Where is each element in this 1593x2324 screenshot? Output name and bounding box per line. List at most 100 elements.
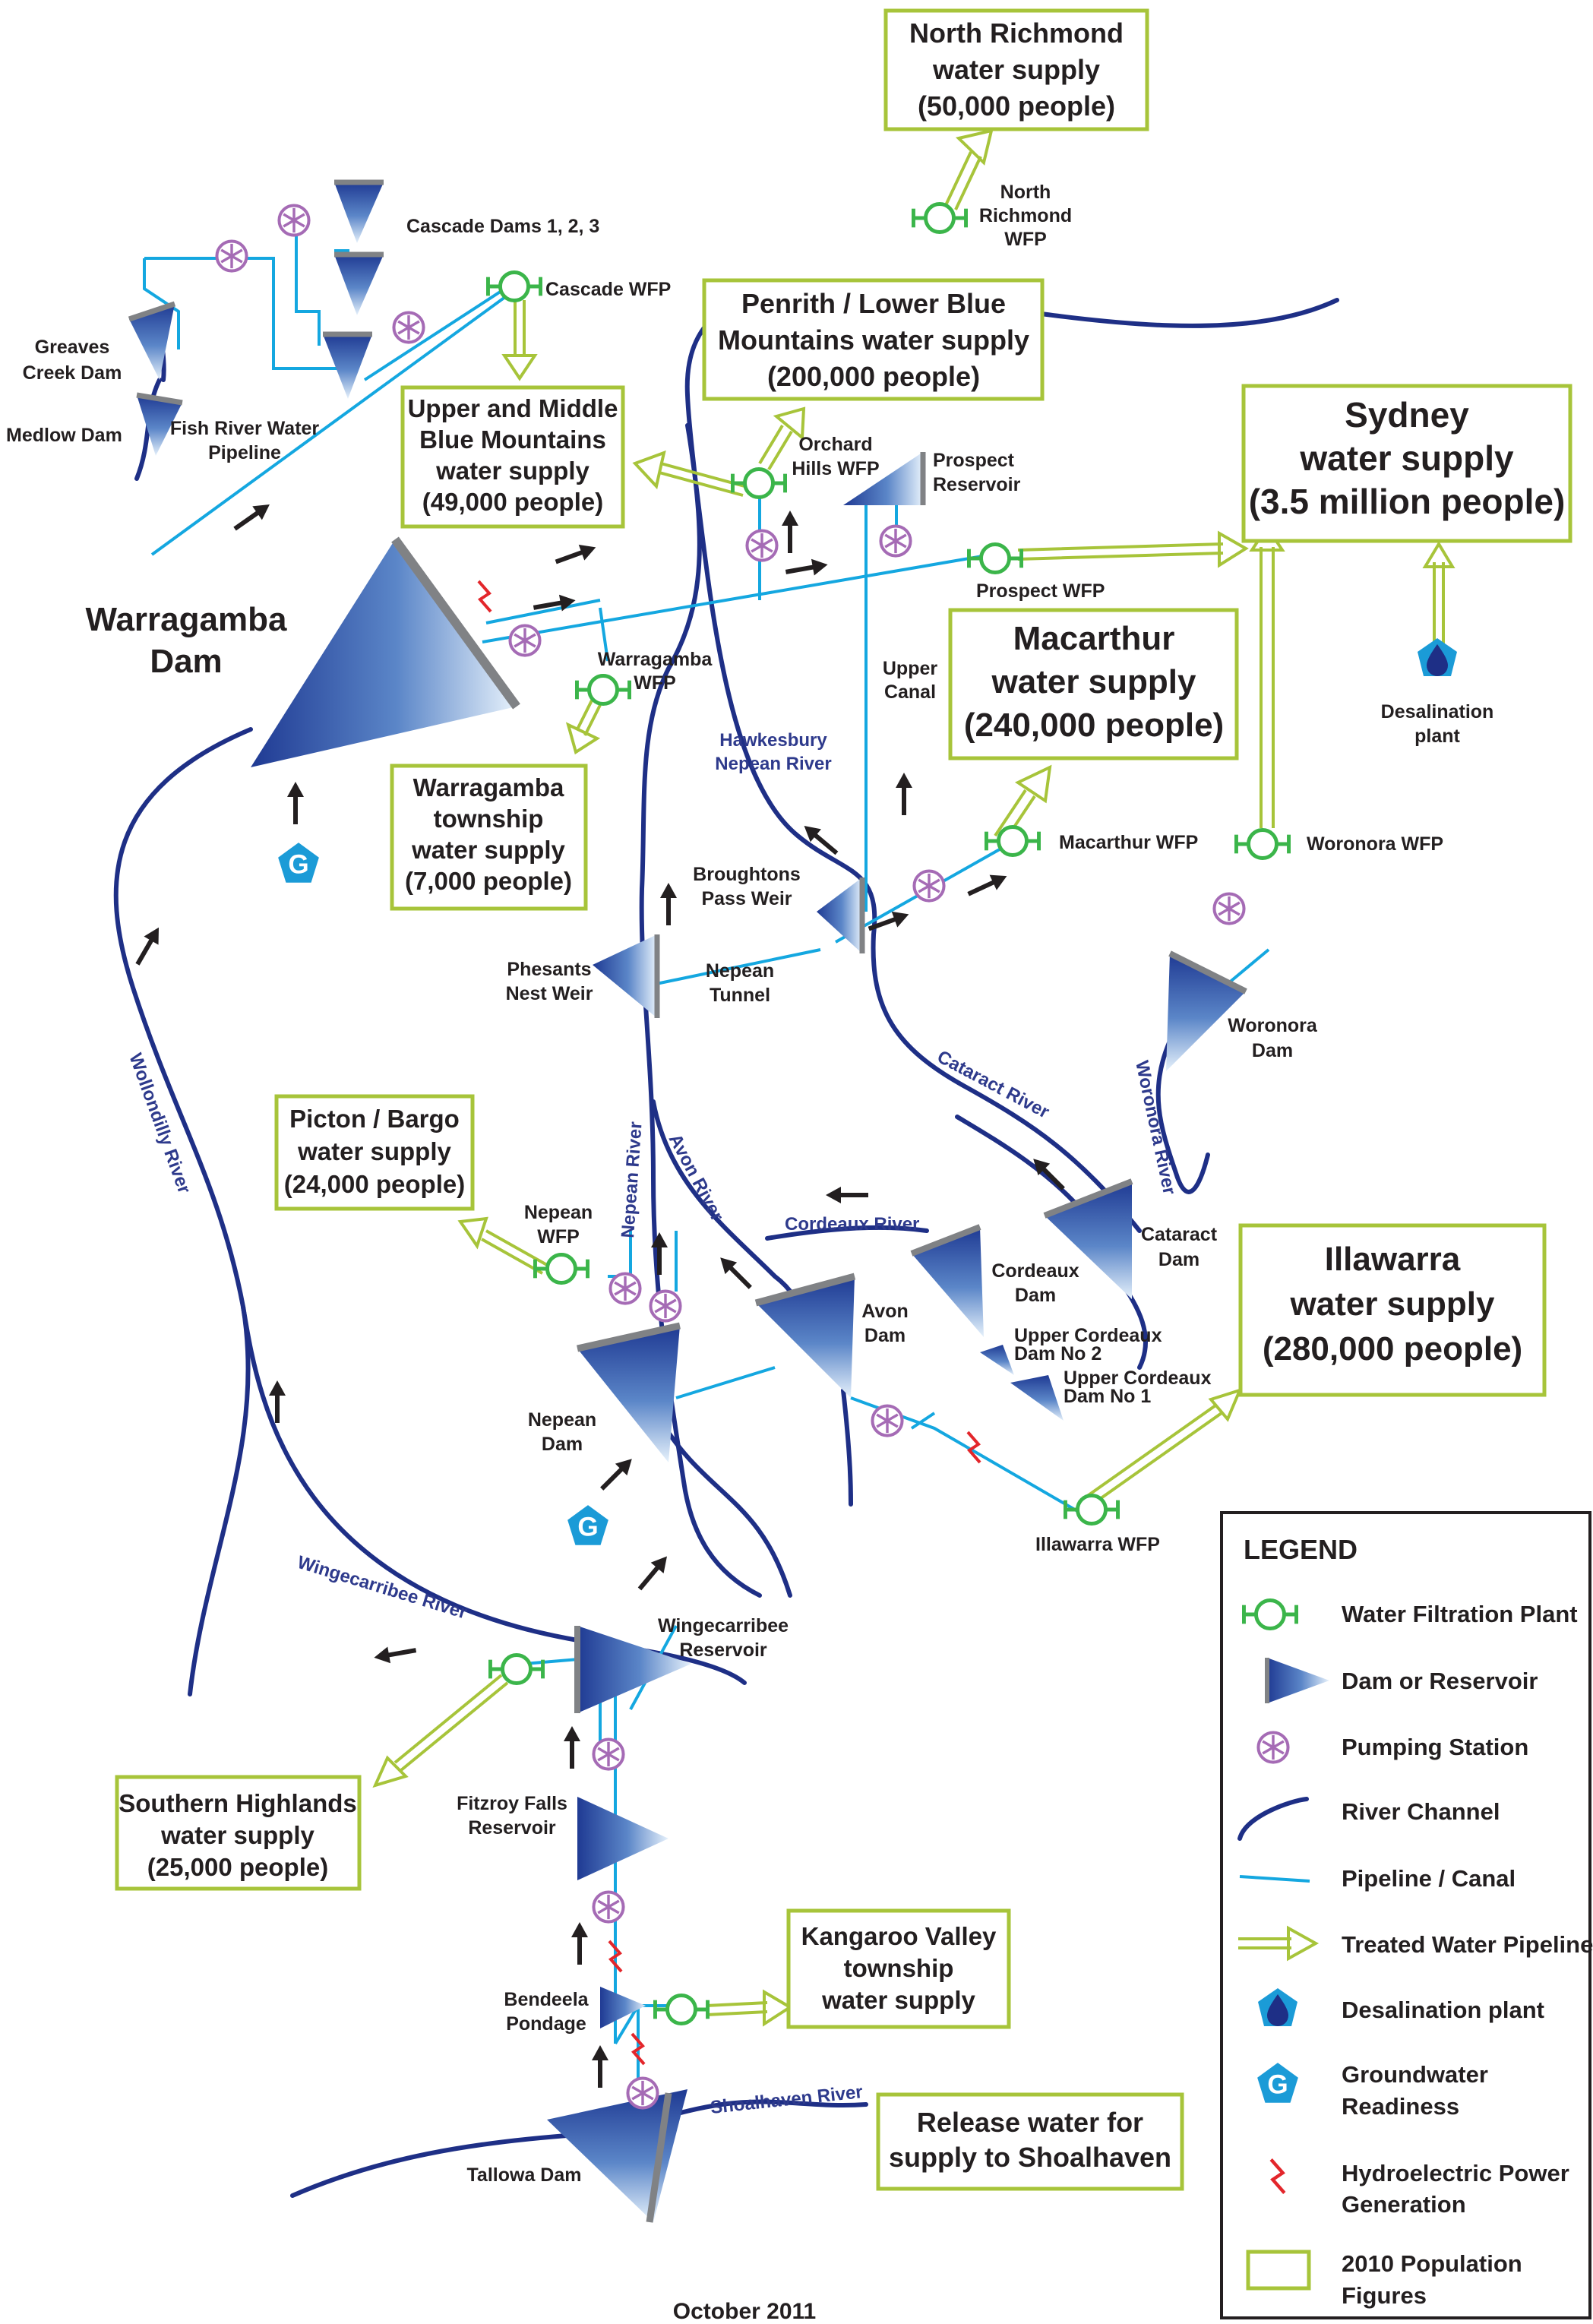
wingecarribee-reservoir — [574, 1626, 691, 1713]
prospect-wfp-icon — [969, 545, 1021, 573]
legend-label: Pumping Station — [1342, 1734, 1528, 1760]
pump-icon — [627, 2078, 657, 2107]
label-cascade-dams: Cascade Dams 1, 2, 3 — [406, 216, 599, 237]
label-avon-river: Avon River — [665, 1130, 728, 1225]
wingecarribee-river — [241, 1304, 747, 1685]
phesants-nest-weir — [593, 934, 660, 1018]
legend: LEGEND Water Filtration Plant Dam or Res… — [1220, 1511, 1593, 2319]
label-cataract-dam-1: Cataract — [1141, 1224, 1218, 1245]
cascade-dam-2 — [334, 251, 384, 315]
illawarra-wfp-icon — [1065, 1496, 1117, 1524]
pump-icon — [279, 205, 308, 235]
cordeaux-dam — [910, 1224, 984, 1337]
label-orchard-1: Orchard — [798, 434, 872, 455]
orchard-hills-wfp-icon — [732, 470, 785, 498]
label-nepean-tunnel-2: Tunnel — [710, 985, 770, 1006]
treated-pipeline-icon — [1238, 1925, 1320, 1962]
label-upper-cordeaux2-2: Dam No 2 — [1014, 1343, 1102, 1364]
label-upper-canal-1: Upper — [883, 658, 938, 679]
pump-icon — [394, 312, 423, 342]
label-greaves-2: Creek Dam — [23, 362, 122, 384]
label-cataract-river: Cataract River — [934, 1046, 1052, 1122]
label-nr-wfp-3: WFP — [1004, 229, 1047, 250]
label-cascade-wfp: Cascade WFP — [545, 279, 671, 300]
tallowa-dam — [547, 2089, 687, 2223]
desalination-icon — [1258, 1988, 1297, 2026]
label-upper-cordeaux1-2: Dam No 1 — [1064, 1386, 1151, 1407]
label-cordeaux-dam-1: Cordeaux — [991, 1260, 1079, 1282]
bendeela-pondage — [600, 1987, 646, 2028]
pump-icon — [510, 625, 539, 655]
upper-cordeaux-dam-2 — [980, 1345, 1014, 1375]
legend-label: 2010 Population — [1342, 2250, 1522, 2277]
label-avon-dam-2: Dam — [864, 1325, 906, 1346]
legend-label: River Channel — [1342, 1798, 1500, 1825]
pump-icon — [593, 1739, 623, 1769]
label-prospect-res-2: Reservoir — [933, 474, 1021, 495]
legend-label: Treated Water Pipeline — [1342, 1931, 1593, 1958]
hawkesbury-river — [685, 423, 1142, 1233]
label-wingecarribee-res-1: Wingecarribee — [658, 1615, 789, 1636]
label-medlow: Medlow Dam — [6, 425, 122, 446]
label-cordeaux-river: Cordeaux River — [785, 1214, 919, 1235]
groundwater-icon — [278, 843, 319, 883]
label-hawkesbury-1: Hawkesbury — [719, 730, 827, 751]
label-nepean-river: Nepean River — [618, 1121, 646, 1239]
groundwater-icon — [567, 1505, 608, 1545]
label-greaves-1: Greaves — [35, 337, 110, 358]
prospect-reservoir — [843, 452, 926, 505]
label-bendeela-1: Bendeela — [504, 1989, 589, 2010]
label-tallowa: Tallowa Dam — [467, 2164, 582, 2186]
legend-label: Groundwater — [1342, 2061, 1488, 2088]
label-upper-cordeaux2-1: Upper Cordeaux — [1014, 1325, 1162, 1346]
label-warragamba-wfp-2: WFP — [634, 672, 676, 694]
medlow-dam — [136, 392, 183, 456]
label-nepean-dam-2: Dam — [542, 1434, 583, 1455]
label-orchard-2: Hills WFP — [792, 458, 879, 479]
label-woronora-wfp: Woronora WFP — [1307, 833, 1443, 855]
cataract-river — [955, 1115, 1089, 1218]
nepean-wfp-icon — [535, 1255, 587, 1283]
pump-icon — [610, 1273, 640, 1303]
label-woronora-river: Woronora River — [1131, 1059, 1180, 1197]
label-nepean-dam-1: Nepean — [528, 1409, 596, 1431]
label-broughtons-2: Pass Weir — [701, 888, 792, 909]
wollondilly-river — [113, 727, 253, 1696]
label-nepean-wfp-2: WFP — [537, 1226, 580, 1247]
legend-label: Desalination plant — [1342, 1997, 1544, 2023]
pump-icon — [650, 1291, 680, 1320]
label-nepean-tunnel-1: Nepean — [706, 960, 774, 982]
label-cataract-dam-2: Dam — [1158, 1249, 1199, 1270]
label-fish-river-1: Fish River Water — [170, 418, 320, 439]
cordeaux-river — [765, 1225, 929, 1241]
label-bendeela-2: Pondage — [506, 2013, 586, 2035]
label-hawkesbury-2: Nepean River — [715, 754, 831, 774]
label-nr-wfp-2: Richmond — [979, 205, 1072, 226]
label-woronora-dam-2: Dam — [1252, 1040, 1293, 1061]
label-warragamba-wfp-1: Warragamba — [598, 649, 713, 670]
label-fitzroy-1: Fitzroy Falls — [457, 1793, 567, 1814]
legend-label: Readiness — [1342, 2093, 1459, 2120]
label-nr-wfp-1: North — [1000, 182, 1051, 203]
label-fish-river-2: Pipeline — [208, 442, 281, 463]
label-nepean-wfp-1: Nepean — [524, 1202, 593, 1223]
pump-icon — [1214, 893, 1244, 923]
label-broughtons-1: Broughtons — [693, 864, 801, 885]
cascade-dam-3 — [323, 331, 372, 399]
pump-icon — [880, 526, 910, 555]
legend-label: Water Filtration Plant — [1342, 1601, 1578, 1627]
legend-title: LEGEND — [1244, 1534, 1358, 1565]
legend-label: Pipeline / Canal — [1342, 1865, 1516, 1892]
label-upper-cordeaux1-1: Upper Cordeaux — [1064, 1368, 1212, 1389]
label-cordeaux-dam-2: Dam — [1015, 1285, 1056, 1306]
